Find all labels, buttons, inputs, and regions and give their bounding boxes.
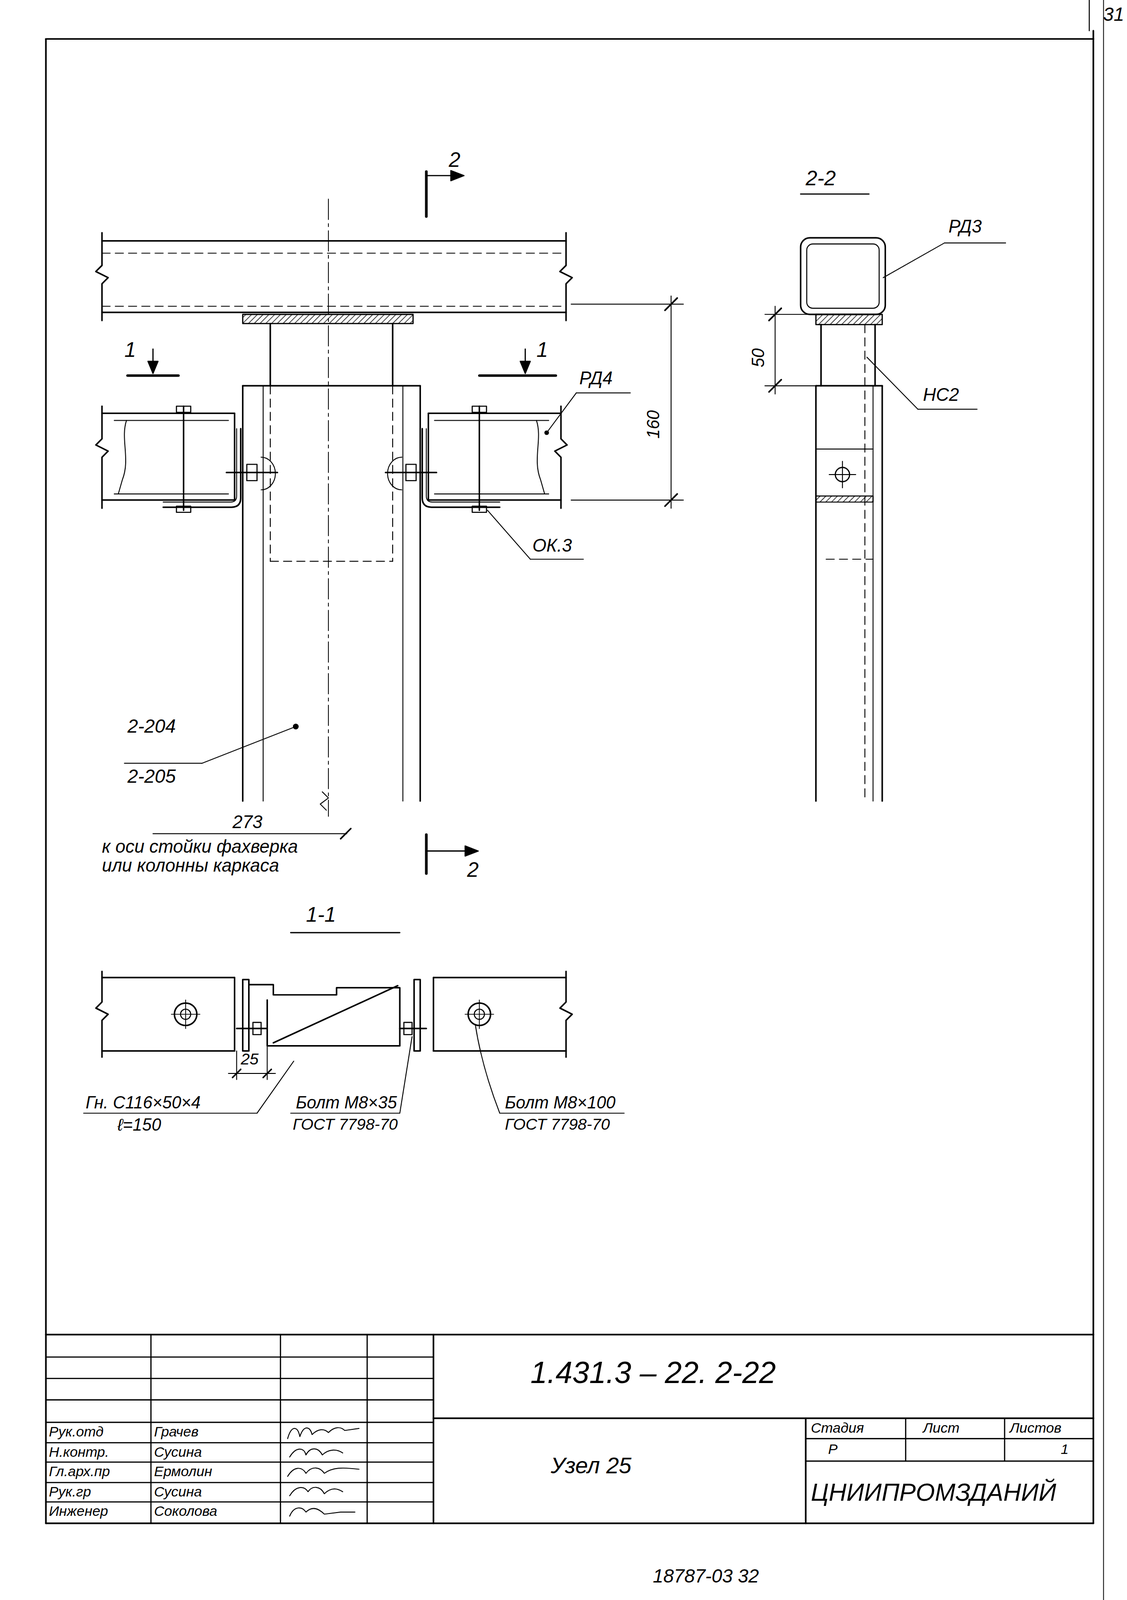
table-cell: Сусина (154, 1444, 202, 1460)
part-callout: РД4 (579, 369, 613, 388)
part-callout: ОК.3 (532, 536, 573, 556)
section-markers (127, 170, 557, 874)
table-cell: Инженер (49, 1503, 109, 1519)
sheet-title: Узел 25 (550, 1453, 632, 1478)
table-cell: Рук.гр (49, 1483, 92, 1499)
table-cell: Рук.отд (49, 1423, 104, 1439)
title-block (45, 1333, 1094, 1523)
table-cell: Сусина (154, 1483, 202, 1499)
table-cell: Стадия (810, 1419, 864, 1436)
section-title: 1-1 (306, 903, 337, 926)
part-spec: Болт М8×35 (295, 1093, 397, 1112)
leader-lines (83, 1023, 625, 1113)
side-rail (95, 405, 278, 512)
note-text: к оси стойки фахверка или колонны каркас… (102, 837, 325, 876)
sheet-frame (45, 0, 1104, 1600)
table-cell: Грачев (154, 1423, 199, 1439)
section-title: 2-2 (805, 167, 836, 190)
part-callout: 2-205 (127, 765, 176, 786)
organization-name: ЦНИИПРОМЗДАНИЙ (810, 1479, 1057, 1506)
part-spec: ГОСТ 7798-70 (292, 1115, 398, 1133)
angle-leg (816, 495, 874, 502)
dimension-line (571, 295, 684, 508)
part-spec: Болт М8×100 (504, 1093, 616, 1112)
table-cell: Н.контр. (49, 1444, 110, 1460)
table-cell: Гл.арх.пр (49, 1463, 111, 1479)
part-spec: ГОСТ 7798-70 (504, 1115, 610, 1133)
top-beam (95, 232, 573, 321)
post-section (242, 198, 421, 817)
table-cell: Соколова (154, 1503, 218, 1519)
part-callout: 2-204 (127, 715, 176, 736)
table-cell: Ермолин (154, 1463, 213, 1479)
document-code: 1.431.3 – 22. 2-22 (530, 1356, 776, 1389)
weld-plate (816, 314, 883, 325)
part-callout: НС2 (922, 385, 959, 405)
section-mark: 2 (467, 858, 479, 881)
side-rail (385, 405, 568, 512)
table-cell: Лист (922, 1419, 960, 1436)
part-spec: Гн. С116×50×4 (85, 1093, 201, 1112)
table-cell: Листов (1009, 1419, 1062, 1436)
part-spec: ℓ=150 (117, 1115, 162, 1134)
section-mark: 1 (124, 338, 136, 361)
table-cell: 1 (1060, 1441, 1069, 1457)
archive-number: 18787-03 32 (652, 1565, 759, 1586)
dimension-value: 160 (644, 410, 663, 439)
part-callout: РД3 (948, 217, 982, 237)
dimension-line (228, 1046, 276, 1080)
section-mark: 1 (536, 338, 548, 361)
dimension-value: 50 (749, 348, 768, 368)
section-mark: 2 (448, 148, 461, 171)
signatures (287, 1427, 360, 1516)
table-cell: Р (828, 1441, 838, 1457)
section-2-2 (800, 193, 886, 801)
dimension-value: 25 (240, 1050, 259, 1068)
dimension-line (765, 306, 817, 395)
weld-plate (242, 314, 413, 324)
leader-lines (124, 392, 631, 839)
page-number: 31 (1103, 4, 1125, 25)
leader-lines (867, 242, 1007, 410)
section-1-1 (95, 932, 573, 1057)
dimension-value: 273 (232, 812, 263, 832)
